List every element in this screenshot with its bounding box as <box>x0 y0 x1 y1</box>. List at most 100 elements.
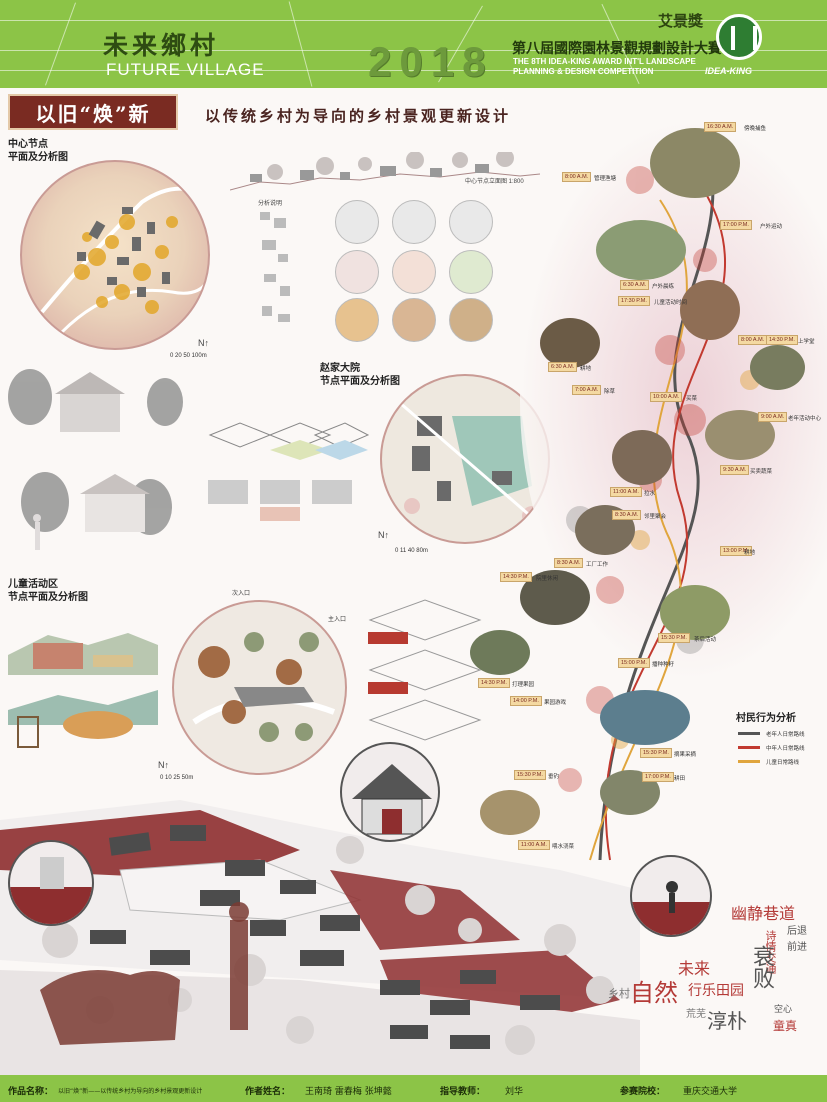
activity-label: 喂水浇菜 <box>552 844 575 850</box>
activity-label: 耕地 <box>580 366 592 372</box>
activity-label: 户外晨练 <box>652 284 675 290</box>
analysis-circle <box>449 298 493 342</box>
activity-label: 老年活动中心 <box>788 416 822 422</box>
children-scale: 0 10 25 50m <box>160 775 194 781</box>
analysis-circle <box>449 250 493 294</box>
activity-label: 儿童活动时间 <box>654 300 688 306</box>
activity-label: 买卖蔬菜 <box>750 469 773 475</box>
time-tag: 6:30 A.M. <box>548 362 578 372</box>
analysis-pattern-column <box>258 210 296 330</box>
photo-watering <box>480 790 540 835</box>
award-logo-text: IDEA-KING <box>705 66 752 76</box>
photo-exercise <box>596 220 686 280</box>
north-arrow-icon: N↑ <box>378 530 389 540</box>
award-title-cn: 第八屆國際園林景觀規劃設計大賽 <box>512 41 722 57</box>
header-banner: 未来鄉村 FUTURE VILLAGE 2018 艾景獎 第八屆國際園林景觀規劃… <box>0 0 827 88</box>
creative-word: 淳朴 <box>707 1009 747 1033</box>
analysis-circle <box>335 250 379 294</box>
children-area-label: 儿童活动区 节点平面及分析图 <box>8 579 88 603</box>
school-label: 参赛院校： <box>620 1087 666 1097</box>
activity-label: 耕地 <box>744 550 756 556</box>
activity-label: 除草 <box>604 389 616 395</box>
activity-label: 垂钓 <box>548 774 560 780</box>
center-elevation <box>230 152 540 191</box>
zhao-courtyard-label: 赵家大院 节点平面及分析图 <box>320 363 400 387</box>
time-tag: 17:30 P.M. <box>618 296 650 306</box>
main-title: 以旧“焕”新 <box>8 94 178 130</box>
center-node-label: 中心节点 平面及分析图 <box>8 139 68 163</box>
time-tag: 11:00 A.M. <box>610 487 642 497</box>
authors: 王南琦 雷春梅 张坤懿 <box>305 1087 392 1097</box>
time-tag: 8:00 A.M. <box>562 172 592 182</box>
activity-label: 摘果采摘 <box>674 752 697 758</box>
elevation-label: 中心节点立面图 1:800 <box>465 179 524 185</box>
detail-circle-left <box>8 840 94 926</box>
award-title-en-2: PLANNING & DESIGN COMPETITION <box>513 67 654 76</box>
analysis-circle <box>392 200 436 244</box>
activity-label: 耕田 <box>674 776 686 782</box>
north-arrow-icon: N↑ <box>158 760 169 770</box>
creative-word: 乡村 <box>608 987 630 1000</box>
creative-word: 空心 <box>774 1005 793 1015</box>
activity-label: 邻里聚会 <box>644 514 667 520</box>
time-tag: 14:30 P.M. <box>478 678 510 688</box>
activity-label: 户外运动 <box>760 224 783 230</box>
time-tag: 10:00 A.M. <box>650 392 683 402</box>
school: 重庆交通大学 <box>683 1087 738 1097</box>
north-arrow-icon: N↑ <box>198 338 209 348</box>
analysis-circle <box>392 298 436 342</box>
creative-word: 诗情交通 <box>764 930 777 974</box>
time-tag: 13:00 P.M. <box>720 546 752 556</box>
photo-fishing-pond <box>600 690 690 745</box>
analysis-circle <box>449 200 493 244</box>
award-title-en-1: THE 8TH IDEA-KING AWARD INT'L LANDSCAPE <box>513 57 696 66</box>
legend-label: 老年人日常路线 <box>766 732 805 738</box>
detail-circle-center <box>340 742 440 842</box>
ox-silhouette <box>40 970 180 1045</box>
author-label: 作者姓名： <box>245 1087 291 1097</box>
activity-label: 管理渔塘 <box>594 176 617 182</box>
center-node-map <box>40 186 208 334</box>
entry-label: 次入口 <box>232 591 251 597</box>
center-scale: 0 20 50 100m <box>170 353 207 359</box>
photo-water <box>612 430 672 485</box>
time-tag: 8:00 A.M. <box>738 335 768 345</box>
legend-label: 儿童日常路线 <box>766 760 800 766</box>
time-tag: 8:30 A.M. <box>612 510 642 520</box>
work-name: 以旧“焕”新——以传统乡村为导向的乡村景观更新设计 <box>58 1088 203 1095</box>
footer-bar: 作品名称： 以旧“焕”新——以传统乡村为导向的乡村景观更新设计 作者姓名： 王南… <box>0 1075 827 1102</box>
time-tag: 14:30 P.M. <box>766 335 798 345</box>
activity-label: 傍晚捕鱼 <box>744 126 767 132</box>
time-tag: 15:30 P.M. <box>658 633 690 643</box>
time-tag: 6:30 A.M. <box>620 280 650 290</box>
photo-fishing <box>650 128 740 198</box>
photo-farming <box>540 318 600 368</box>
activity-label: 上学堂 <box>798 339 815 345</box>
creative-word: 荒芜 <box>686 1009 706 1020</box>
award-logo-icon <box>716 14 762 60</box>
zhao-scale: 0 11 40 80m <box>395 548 428 554</box>
activity-label: 工厂工作 <box>586 562 609 568</box>
photo-tea <box>660 585 730 640</box>
main-subtitle: 以传统乡村为导向的乡村景观更新设计 <box>205 107 512 125</box>
competition-year: 2018 <box>368 38 494 85</box>
zhao-courtyard-plan <box>380 374 550 544</box>
analysis-label: 分析说明 <box>258 201 283 207</box>
creative-word: 衰败 <box>749 945 774 989</box>
analysis-circle <box>335 298 379 342</box>
legend-swatch <box>738 732 760 735</box>
time-tag: 17:00 P.M. <box>720 220 752 230</box>
time-tag: 16:30 A.M. <box>704 122 737 132</box>
detail-circle-right <box>630 855 712 937</box>
time-tag: 9:30 A.M. <box>720 465 750 475</box>
advisor-label: 指导教师： <box>440 1087 486 1097</box>
legend-label: 中年人日常路线 <box>766 746 805 752</box>
activity-label: 播种种籽 <box>652 662 675 668</box>
time-tag: 11:00 A.M. <box>518 840 550 850</box>
photo-elderly <box>750 345 805 390</box>
activity-label: 茶后活动 <box>694 637 717 643</box>
activity-label: 打理果园 <box>512 682 535 688</box>
work-name-label: 作品名称： <box>8 1087 54 1097</box>
time-tag: 17:00 P.M. <box>642 772 674 782</box>
time-tag: 8:30 A.M. <box>554 558 584 568</box>
